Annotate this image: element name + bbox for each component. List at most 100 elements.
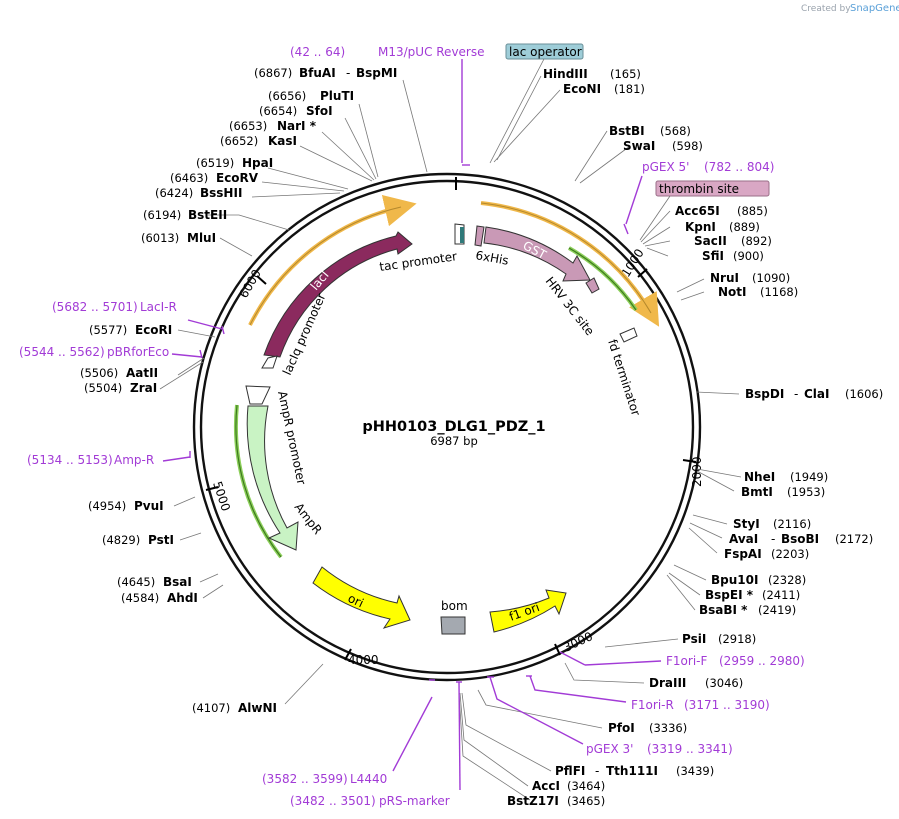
- site-narI-pos: (6653): [229, 119, 267, 133]
- site-ahdI-pos: (4584): [121, 591, 159, 605]
- plasmid-name: pHH0103_DLG1_PDZ_1: [362, 419, 545, 435]
- primer-pgex3-range: (3319 .. 3341): [647, 742, 733, 756]
- site-psiI-pos: (2918): [718, 632, 756, 646]
- primer-pgex3: pGEX 3': [586, 742, 633, 756]
- site-ecoNI-pos: (181): [614, 82, 645, 96]
- site-ecoNI: EcoNI: [563, 82, 601, 96]
- site-accI-pos: (3464): [567, 779, 605, 793]
- site-mluI: MluI: [187, 231, 216, 245]
- site-kasI-pos: (6652): [220, 134, 258, 148]
- site-sfoI: SfoI: [306, 104, 333, 118]
- site-bssHII: BssHII: [200, 186, 242, 200]
- site-bstEII: BstEII: [188, 208, 227, 222]
- feature-ampr: [246, 405, 299, 551]
- lac-operator-label: lac operator: [509, 45, 582, 59]
- feature-label-tac-promoter: tac promoter: [378, 249, 457, 274]
- site-pfoI: PfoI: [608, 721, 635, 735]
- primer-l4440-range: (3582 .. 3599): [262, 772, 348, 786]
- site-avaI-sep: -: [771, 532, 775, 546]
- primer-pbrfor-range: (5544 .. 5562): [19, 345, 105, 359]
- site-bspDI-pos: (1606): [845, 387, 883, 401]
- primer-ampR: Amp-R: [114, 453, 154, 467]
- site-pstI-pos: (4829): [102, 533, 140, 547]
- site-psiI: PsiI: [682, 632, 706, 646]
- feature-laciq-promoter: [261, 355, 278, 369]
- tick-label-3000: 3000: [561, 629, 595, 655]
- site-styI-pos: (2116): [773, 517, 811, 531]
- site-zraI-pos: (5504): [84, 381, 122, 395]
- site-alwNI: AlwNI: [238, 701, 277, 715]
- site-nruI: NruI: [710, 271, 739, 285]
- primer-ampR-range: (5134 .. 5153): [27, 453, 113, 467]
- site-pflFI: PflFI: [555, 764, 585, 778]
- site-bfuai: BfuAI: [299, 66, 336, 80]
- site-notI-pos: (1168): [760, 285, 798, 299]
- site-draIII-pos: (3046): [705, 676, 743, 690]
- site-bpu10I: Bpu10I: [711, 573, 758, 587]
- site-fspAI: FspAI: [724, 547, 762, 561]
- feature-ori: [312, 566, 411, 629]
- leader-lines: [159, 75, 742, 801]
- site-zraI: ZraI: [130, 381, 157, 395]
- feature-label-6xhis: 6xHis: [474, 248, 509, 268]
- primer-m13-range: (42 .. 64): [290, 45, 345, 59]
- site-kpnI-pos: (889): [729, 220, 760, 234]
- scale-ticks: [205, 177, 697, 661]
- feature-fd-terminator: [619, 327, 638, 343]
- site-avaI-pos: (2172): [835, 532, 873, 546]
- site-mluI-pos: (6013): [141, 231, 179, 245]
- lac-operator-box: lac operator: [489, 43, 584, 164]
- site-ecoRI: EcoRI: [135, 323, 172, 337]
- primer-f1oriF: F1ori-F: [666, 654, 707, 668]
- site-avaI: AvaI: [729, 532, 758, 546]
- feature-f1-ori: [489, 589, 567, 633]
- site-bstBI: BstBI: [609, 124, 645, 138]
- plasmid-size: 6987 bp: [430, 434, 478, 448]
- site-nruI-pos: (1090): [752, 271, 790, 285]
- site-acc65I: Acc65I: [675, 204, 720, 218]
- tick-label-6000: 6000: [236, 267, 263, 300]
- feature-label-fd-terminator: fd terminator: [605, 338, 643, 418]
- site-bspmi: BspMI: [356, 66, 397, 80]
- site-bstEII-pos: (6194): [143, 208, 181, 222]
- site-ecoRV-pos: (6463): [170, 171, 208, 185]
- feature-ampr-promoter: [245, 385, 271, 405]
- primer-prs-range: (3482 .. 3501): [290, 794, 376, 808]
- site-sacII: SacII: [694, 234, 727, 248]
- primer-prs: pRS-marker: [379, 794, 450, 808]
- site-fspAI-pos: (2203): [771, 547, 809, 561]
- primer-f1oriF-range: (2959 .. 2980): [719, 654, 805, 668]
- site-pflFI-pos: (3439): [676, 764, 714, 778]
- site-aatII: AatII: [126, 366, 158, 380]
- primer-f1oriR: F1ori-R: [631, 698, 674, 712]
- site-acc65I-pos: (885): [737, 204, 768, 218]
- site-ecoRV: EcoRV: [216, 171, 259, 185]
- orf-arcs: [233, 194, 660, 559]
- site-tth111I: Tth111I: [606, 764, 658, 778]
- site-bspEI-pos: (2411): [762, 588, 800, 602]
- feature-label-ori: ori: [346, 591, 366, 610]
- site-alwNI-pos: (4107): [192, 701, 230, 715]
- site-sfiI: SfiI: [702, 249, 724, 263]
- site-bspEI: BspEI *: [705, 588, 754, 602]
- site-bspDI: BspDI: [745, 387, 784, 401]
- site-sfoI-pos: (6654): [259, 104, 297, 118]
- site-bsoBI: BsoBI: [781, 532, 819, 546]
- site-bsaI-pos: (4645): [117, 575, 155, 589]
- site-draIII: DraIII: [649, 676, 686, 690]
- feature-6xhis: [474, 225, 485, 247]
- site-bmtI-pos: (1953): [787, 485, 825, 499]
- site-bmtI: BmtI: [741, 485, 773, 499]
- feature-bom: [440, 616, 466, 635]
- site-bsaBI: BsaBI *: [699, 603, 748, 617]
- thrombin-label: thrombin site: [659, 182, 739, 196]
- created-by-text: Created by: [801, 4, 851, 14]
- site-narI: NarI *: [277, 119, 317, 133]
- site-kasI: KasI: [268, 134, 297, 148]
- site-hindIII-pos: (165): [610, 67, 641, 81]
- site-notI: NotI: [718, 285, 747, 299]
- site-aatII-pos: (5506): [80, 366, 118, 380]
- primer-pbrfor: pBRforEco: [107, 345, 169, 359]
- site-plutI-pos: (6656): [268, 89, 306, 103]
